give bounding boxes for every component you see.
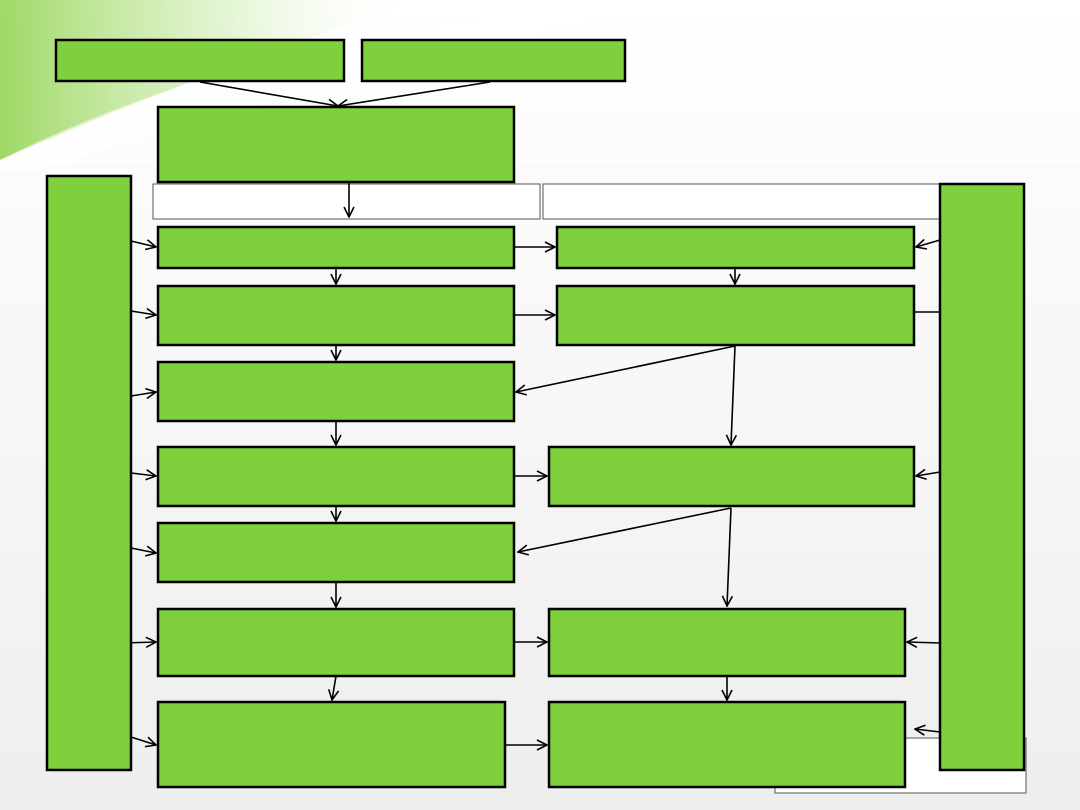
white-band-left (152, 183, 541, 220)
node-right-step-5 (547, 700, 907, 789)
arrow-right-step-3-to-left-step-5 (518, 507, 732, 552)
edge-layer (122, 81, 941, 745)
arrow-right-step-2-to-left-step-3 (516, 345, 736, 392)
node-box-right-side-bar (938, 182, 1026, 772)
node-right-step-4 (547, 607, 907, 678)
node-box-top-left (54, 38, 346, 83)
node-right-side-bar (938, 182, 1026, 772)
node-left-side-bar (45, 174, 133, 772)
white-band-right (542, 183, 951, 220)
arrow-left-step-6-to-left-step-7 (332, 675, 336, 700)
header-divider (0, 160, 1080, 162)
arrow-left-side-bar-to-left-step-3 (130, 392, 156, 396)
node-box-top-right (360, 38, 627, 83)
arrow-top-right-to-center-top (338, 81, 491, 106)
node-left-step-7 (156, 700, 507, 789)
arrow-left-side-bar-to-left-step-2 (130, 311, 156, 315)
node-box-right-step-1 (555, 225, 916, 270)
arrow-right-side-bar-to-right-step-1 (916, 240, 941, 247)
arrow-right-step-2-to-right-step-3 (731, 345, 735, 445)
node-center-top (156, 105, 516, 184)
arrow-right-side-bar-to-right-step-5 (915, 729, 941, 732)
node-box-left-step-1 (156, 225, 516, 270)
node-top-left (54, 38, 346, 83)
node-right-step-2 (555, 284, 916, 347)
node-left-step-2 (156, 284, 516, 347)
node-left-step-4 (156, 445, 516, 508)
arrow-right-side-bar-to-right-step-3 (916, 472, 941, 476)
node-left-step-3 (156, 360, 516, 423)
node-box-right-step-3 (547, 445, 916, 508)
node-box-left-side-bar (45, 174, 133, 772)
node-top-right (360, 38, 627, 83)
arrow-left-side-bar-to-left-step-4 (130, 473, 156, 476)
node-left-step-1 (156, 225, 516, 270)
node-layer (45, 38, 1026, 789)
arrow-left-side-bar-to-left-step-7 (130, 736, 156, 745)
arrow-left-side-bar-to-left-step-1 (130, 241, 156, 247)
node-right-step-3 (547, 445, 916, 508)
node-left-step-5 (156, 521, 516, 584)
arrow-left-side-bar-to-left-step-5 (130, 548, 156, 553)
node-box-right-step-4 (547, 607, 907, 678)
node-box-right-step-2 (555, 284, 916, 347)
node-box-left-step-7 (156, 700, 507, 789)
node-left-step-6 (156, 607, 516, 678)
arrow-top-left-to-center-top (199, 81, 338, 106)
node-box-left-step-5 (156, 521, 516, 584)
node-box-center-top (156, 105, 516, 184)
arrow-right-side-bar-to-right-step-4 (907, 642, 941, 643)
node-box-left-step-2 (156, 284, 516, 347)
node-box-left-step-6 (156, 607, 516, 678)
node-box-left-step-3 (156, 360, 516, 423)
arrow-right-step-3-to-right-step-4 (727, 507, 731, 606)
node-box-right-step-5 (547, 700, 907, 789)
node-box-left-step-4 (156, 445, 516, 508)
node-right-step-1 (555, 225, 916, 270)
